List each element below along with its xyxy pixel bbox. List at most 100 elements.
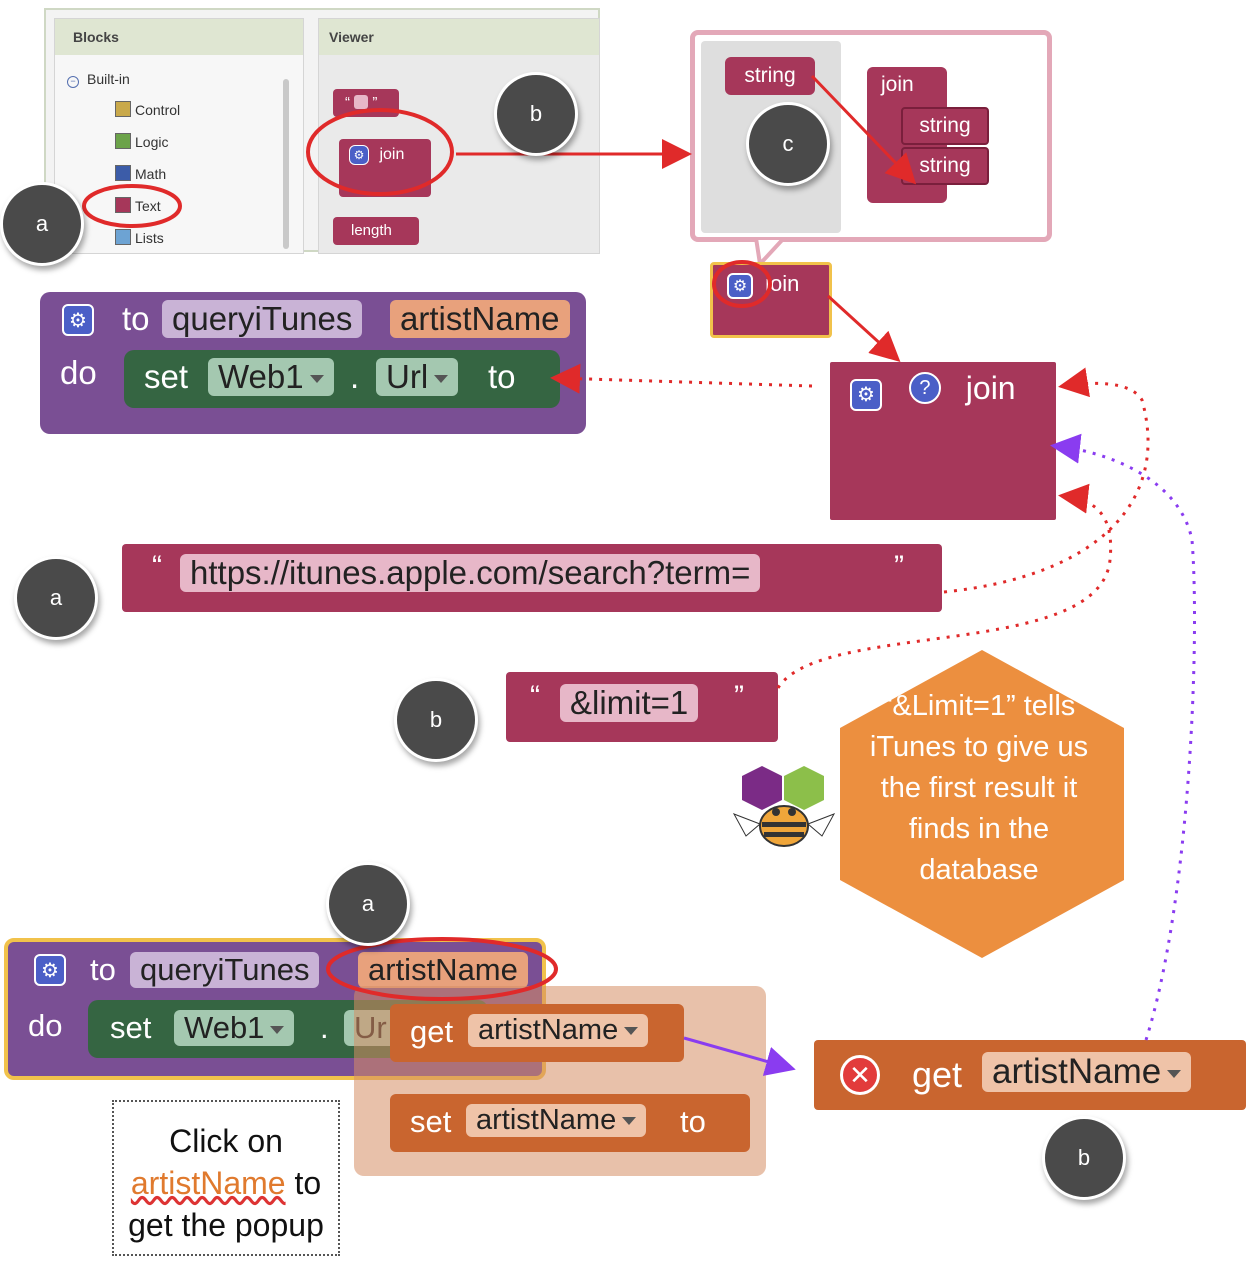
component-value: Web1 xyxy=(184,1010,265,1045)
chevron-down-icon xyxy=(270,1025,285,1034)
variable-dropdown[interactable]: artistName xyxy=(468,1014,649,1047)
component-dropdown[interactable]: Web1 xyxy=(208,358,334,396)
open-quote: “ xyxy=(152,550,162,583)
hint-box: Click on artistName to get the popup xyxy=(112,1100,340,1256)
component-dropdown[interactable]: Web1 xyxy=(174,1010,295,1046)
set-url-block[interactable]: set Web1 . Url to xyxy=(124,350,560,408)
viewer-text-block[interactable]: “ ” xyxy=(333,89,399,117)
hint-line2: artistName to xyxy=(114,1162,338,1204)
variable-value: artistName xyxy=(476,1104,617,1136)
mutator-string-block[interactable]: string xyxy=(725,57,815,95)
set-label: set xyxy=(110,1010,152,1045)
get-label: get xyxy=(912,1054,963,1095)
chevron-down-icon xyxy=(622,1117,637,1126)
hint-suffix: to xyxy=(294,1165,322,1201)
hint-line1: Click on xyxy=(169,1123,283,1159)
popup-set-block[interactable]: set artistName to xyxy=(390,1094,750,1152)
procedure-name-field[interactable]: queryiTunes xyxy=(130,952,320,988)
get-artistname-block[interactable]: ✕ get artistName xyxy=(814,1040,1246,1110)
category-logic[interactable]: Logic xyxy=(115,133,168,150)
to-label: to xyxy=(680,1104,706,1139)
marker-b: b xyxy=(1042,1116,1126,1200)
callout-hexagon xyxy=(840,650,1124,958)
mutator-string-input-2[interactable]: string xyxy=(901,147,989,185)
blocks-header: Blocks xyxy=(55,19,303,55)
close-quote: ” xyxy=(734,680,744,713)
get-label: get xyxy=(410,1014,454,1049)
chevron-down-icon xyxy=(309,375,324,384)
category-label: Lists xyxy=(135,230,164,246)
join-label: join xyxy=(765,271,800,296)
gear-icon[interactable]: ⚙ xyxy=(349,145,369,165)
component-value: Web1 xyxy=(218,358,304,395)
set-label: set xyxy=(144,358,189,395)
collapse-icon[interactable]: − xyxy=(67,76,79,88)
property-dropdown[interactable]: Url xyxy=(376,358,459,396)
dot-label: . xyxy=(350,358,360,395)
join-label: join xyxy=(965,370,1016,406)
viewer-header: Viewer xyxy=(319,19,599,55)
viewer-length-block[interactable]: length xyxy=(333,217,419,245)
error-icon[interactable]: ✕ xyxy=(840,1055,880,1095)
category-label: Logic xyxy=(135,134,169,150)
category-control[interactable]: Control xyxy=(115,101,180,118)
variable-value: artistName xyxy=(992,1052,1162,1091)
chevron-down-icon xyxy=(624,1027,639,1036)
gear-icon[interactable]: ⚙ xyxy=(850,378,882,411)
mutator-string-input-1[interactable]: string xyxy=(901,107,989,145)
marker-a: a xyxy=(0,182,84,266)
chevron-down-icon xyxy=(434,375,449,384)
appinventor-bee-icon xyxy=(732,766,836,847)
popup-pointer xyxy=(753,238,787,266)
quote-left: “ xyxy=(345,94,350,111)
variable-dropdown[interactable]: artistName xyxy=(466,1104,647,1137)
variable-dropdown[interactable]: artistName xyxy=(982,1052,1192,1092)
join-label: join xyxy=(881,73,914,96)
lists-swatch xyxy=(115,229,131,245)
variable-popup-menu: get artistName set artistName to xyxy=(354,986,766,1176)
param-artistname[interactable]: artistName xyxy=(390,300,570,338)
category-label: Text xyxy=(135,198,161,214)
category-text[interactable]: Text xyxy=(115,197,161,214)
blocks-scrollbar[interactable] xyxy=(283,79,289,249)
limit-text-block[interactable]: “ &limit=1 ” xyxy=(506,672,778,742)
variable-value: artistName xyxy=(478,1014,619,1046)
builtin-label: Built-in xyxy=(87,71,130,87)
do-label: do xyxy=(28,1008,63,1043)
big-join-block[interactable]: ⚙ ? join xyxy=(830,362,1056,520)
marker-c: c xyxy=(746,102,830,186)
builtin-node[interactable]: −Built-in xyxy=(67,71,130,88)
gear-icon[interactable]: ⚙ xyxy=(34,954,66,986)
dotted-join-to-url xyxy=(550,363,813,394)
arrow-small-to-big xyxy=(826,294,901,363)
procedure-name-field[interactable]: queryiTunes xyxy=(162,300,363,338)
url-text-value[interactable]: https://itunes.apple.com/search?term= xyxy=(180,554,761,592)
url-text-block[interactable]: “ https://itunes.apple.com/search?term= … xyxy=(122,544,942,612)
param-artistname[interactable]: artistName xyxy=(358,952,528,988)
category-label: Math xyxy=(135,166,167,182)
category-lists[interactable]: Lists xyxy=(115,229,164,246)
quote-right: ” xyxy=(372,94,378,111)
viewer-join-block[interactable]: ⚙ join xyxy=(339,139,431,197)
close-quote: ” xyxy=(894,550,904,583)
marker-a: a xyxy=(326,862,410,946)
help-icon[interactable]: ? xyxy=(908,372,941,404)
marker-b: b xyxy=(394,678,478,762)
category-math[interactable]: Math xyxy=(115,165,166,182)
limit-text-value[interactable]: &limit=1 xyxy=(560,684,699,722)
chevron-down-icon xyxy=(1167,1069,1182,1078)
gear-icon[interactable]: ⚙ xyxy=(62,304,94,336)
popup-get-block[interactable]: get artistName xyxy=(390,1004,684,1062)
callout-text: “&Limit=1” tells iTunes to give us the f… xyxy=(869,690,1089,886)
text-swatch xyxy=(115,197,131,213)
mutator-popup: string join string string xyxy=(690,30,1052,242)
logic-swatch xyxy=(115,133,131,149)
procedure-top[interactable]: ⚙ to queryiTunes artistName do set Web1 … xyxy=(40,292,586,434)
gear-icon[interactable]: ⚙ xyxy=(727,273,753,299)
set-label: set xyxy=(410,1104,452,1139)
hint-highlight: artistName xyxy=(130,1165,286,1201)
control-swatch xyxy=(115,101,131,117)
small-join-block[interactable]: ⚙ join xyxy=(710,262,832,338)
to-label: to xyxy=(122,300,150,337)
to-label: to xyxy=(90,952,116,987)
